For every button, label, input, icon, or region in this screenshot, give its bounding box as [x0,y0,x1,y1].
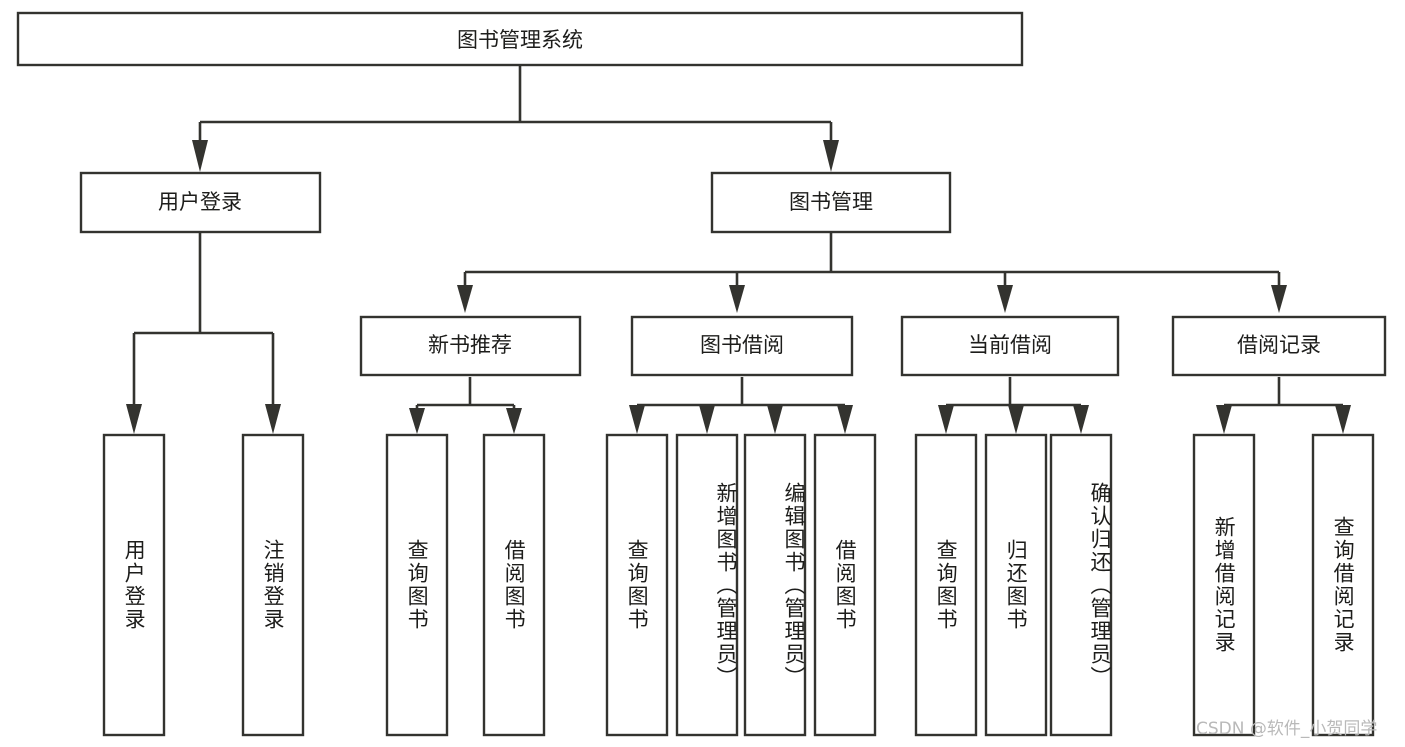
arrow-head-bb-leaf-1 [629,405,645,434]
node-book-borrow-label: 图书借阅 [700,333,784,357]
leaf-box-bb-borrow-book[interactable] [813,433,877,737]
arrow-head-leaf-logout [265,404,281,434]
node-root-label: 图书管理系统 [457,28,583,52]
arrow-head-leaf-user-login [126,404,142,434]
node-borrow-record-label: 借阅记录 [1237,333,1321,357]
arrow-head-bb-leaf-4 [837,405,853,434]
node-book-borrow[interactable]: 图书借阅 [630,315,854,377]
arrow-head-br-leaf-1 [1216,405,1232,434]
leaf-box-cb-confirm-return[interactable] [1049,433,1113,737]
leaf-box-user-login[interactable] [102,433,166,737]
node-borrow-record[interactable]: 借阅记录 [1171,315,1387,377]
node-book-manage-label: 图书管理 [789,190,873,214]
node-current-borrow-label: 当前借阅 [968,333,1052,357]
connector-group [126,65,1351,434]
arrow-head-book-borrow [729,285,745,313]
arrow-head-borrow-record [1271,285,1287,313]
leaf-box-cb-return-book[interactable] [984,433,1048,737]
arrow-head-cb-leaf-2 [1008,405,1024,434]
node-borrow-record-box[interactable] [1171,315,1387,377]
node-root[interactable]: 图书管理系统 [16,11,1024,67]
arrow-head-cb-leaf-1 [938,405,954,434]
node-user-login-label: 用户登录 [158,190,242,214]
leaf-box-group [102,433,1375,737]
leaf-box-logout[interactable] [241,433,305,737]
watermark-text: CSDN @软件_小贺同学 [1196,719,1378,739]
leaf-box-nb-borrow-book[interactable] [482,433,546,737]
node-current-borrow-box[interactable] [900,315,1120,377]
leaf-box-bb-edit-book[interactable] [743,433,807,737]
node-new-book-recommend-box[interactable] [359,315,582,377]
arrow-head-current-borrow [997,285,1013,313]
node-root-box[interactable] [16,11,1024,67]
node-user-login[interactable]: 用户登录 [79,171,322,234]
arrow-head-cb-leaf-3 [1073,405,1089,434]
node-current-borrow[interactable]: 当前借阅 [900,315,1120,377]
leaf-box-bb-add-book[interactable] [675,433,739,737]
node-book-borrow-box[interactable] [630,315,854,377]
arrow-head-user-login [192,140,208,172]
node-user-login-box[interactable] [79,171,322,234]
node-new-book-recommend-label: 新书推荐 [428,333,512,357]
leaf-box-nb-query-book[interactable] [385,433,449,737]
arrow-head-nb-leaf-1 [409,408,425,434]
leaf-box-br-query-record[interactable] [1311,433,1375,737]
leaf-box-cb-query-book[interactable] [914,433,978,737]
arrow-head-br-leaf-2 [1335,405,1351,434]
arrow-head-book-manage [823,140,839,172]
leaf-box-br-add-record[interactable] [1192,433,1256,737]
arrow-head-bb-leaf-2 [699,405,715,434]
leaf-box-bb-query-book[interactable] [605,433,669,737]
arrow-head-nb-leaf-2 [506,408,522,434]
node-new-book-recommend[interactable]: 新书推荐 [359,315,582,377]
arrow-head-new-book [457,285,473,313]
node-book-manage-box[interactable] [710,171,952,234]
node-book-manage[interactable]: 图书管理 [710,171,952,234]
arrow-head-bb-leaf-3 [767,405,783,434]
